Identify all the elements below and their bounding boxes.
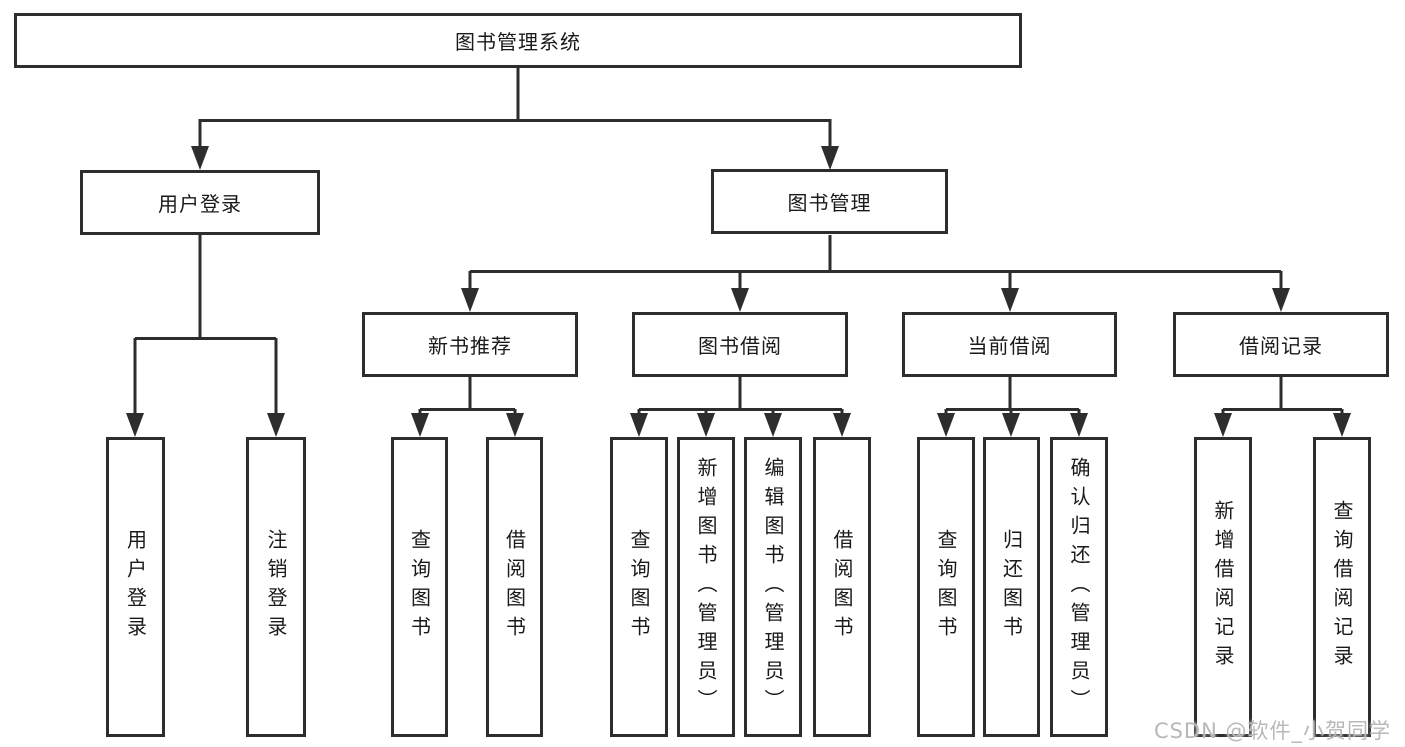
node-borrow-books-1: 借阅图书 <box>486 437 543 737</box>
csdn-watermark: CSDN @软件_小贺同学 <box>1153 719 1391 743</box>
node-borrow-books-2: 借阅图书 <box>813 437 871 737</box>
node-edit-books-admin: 编辑图书（管理员） <box>744 437 802 737</box>
node-label: 查询图书 <box>407 529 432 645</box>
node-label: 图书管理系统 <box>455 30 581 54</box>
node-logout: 注销登录 <box>246 437 306 737</box>
node-query-books-2: 查询图书 <box>610 437 668 737</box>
node-new-book-recommendation: 新书推荐 <box>362 312 578 377</box>
node-label: 当前借阅 <box>967 334 1052 358</box>
node-label: 借阅图书 <box>830 529 854 645</box>
node-user-login-action: 用户登录 <box>106 437 165 737</box>
connector-edges <box>133 68 1344 418</box>
node-borrowing-records: 借阅记录 <box>1173 312 1389 377</box>
node-query-borrow-record: 查询借阅记录 <box>1313 437 1371 737</box>
node-book-borrowing: 图书借阅 <box>632 312 848 377</box>
node-label: 编辑图书（管理员） <box>761 456 785 718</box>
node-current-borrowing: 当前借阅 <box>902 312 1117 377</box>
node-user-login: 用户登录 <box>80 170 320 235</box>
node-add-borrow-record: 新增借阅记录 <box>1194 437 1252 737</box>
node-label: 注销登录 <box>264 529 288 645</box>
node-label: 查询借阅记录 <box>1330 500 1354 674</box>
node-label: 借阅记录 <box>1239 334 1323 358</box>
node-label: 查询图书 <box>627 529 651 645</box>
node-label: 借阅图书 <box>502 529 527 645</box>
node-confirm-return-admin: 确认归还（管理员） <box>1050 437 1108 737</box>
node-return-books: 归还图书 <box>983 437 1040 737</box>
node-label: 新书推荐 <box>428 334 512 358</box>
node-label: 新增图书（管理员） <box>694 456 718 718</box>
node-label: 用户登录 <box>123 529 148 645</box>
node-label: 确认归还（管理员） <box>1067 456 1091 718</box>
node-query-books-1: 查询图书 <box>391 437 448 737</box>
node-query-books-3: 查询图书 <box>917 437 975 737</box>
node-add-books-admin: 新增图书（管理员） <box>677 437 735 737</box>
node-label: 图书借阅 <box>698 334 782 358</box>
node-label: 图书管理 <box>787 191 872 215</box>
node-library-management-system: 图书管理系统 <box>14 13 1022 68</box>
node-label: 归还图书 <box>999 529 1024 645</box>
arrowheads <box>126 146 1351 437</box>
node-label: 用户登录 <box>158 192 242 216</box>
node-book-management: 图书管理 <box>711 169 948 234</box>
node-label: 查询图书 <box>934 529 958 645</box>
node-label: 新增借阅记录 <box>1211 500 1235 674</box>
